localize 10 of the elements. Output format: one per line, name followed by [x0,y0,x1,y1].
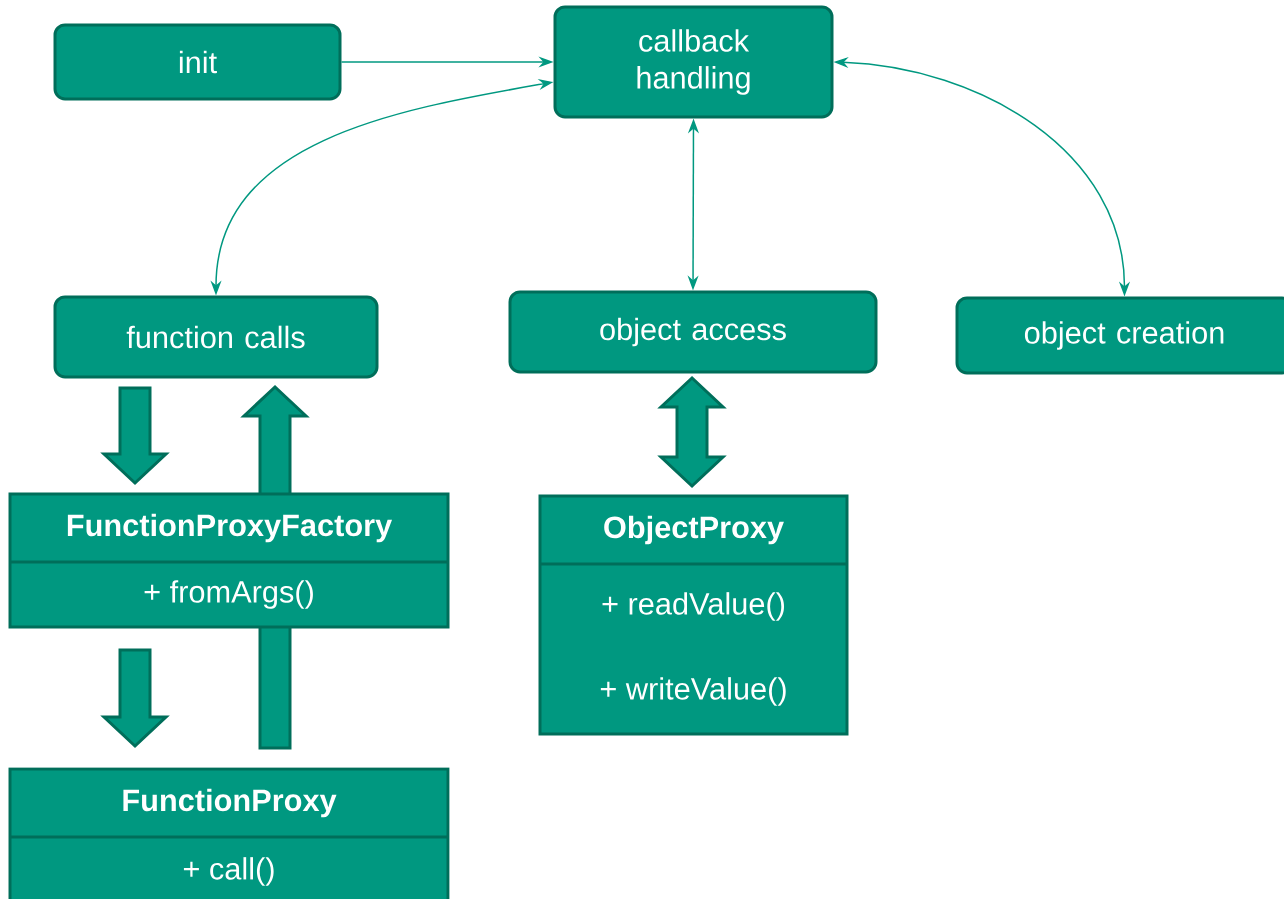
class-box: ObjectProxy + readValue() + writeValue() [538,494,849,736]
class-box: FunctionProxyFactory + fromArgs() [8,492,450,629]
rounded-box: init [53,23,342,101]
block-arrow [100,648,170,749]
class-box: FunctionProxy + call() [8,767,450,899]
rounded-box: object creation [955,296,1284,375]
rounded-box: callback handling [553,5,834,119]
rounded-box: object access [508,290,878,374]
block-arrow [100,386,170,486]
rounded-box: function calls [53,295,379,379]
